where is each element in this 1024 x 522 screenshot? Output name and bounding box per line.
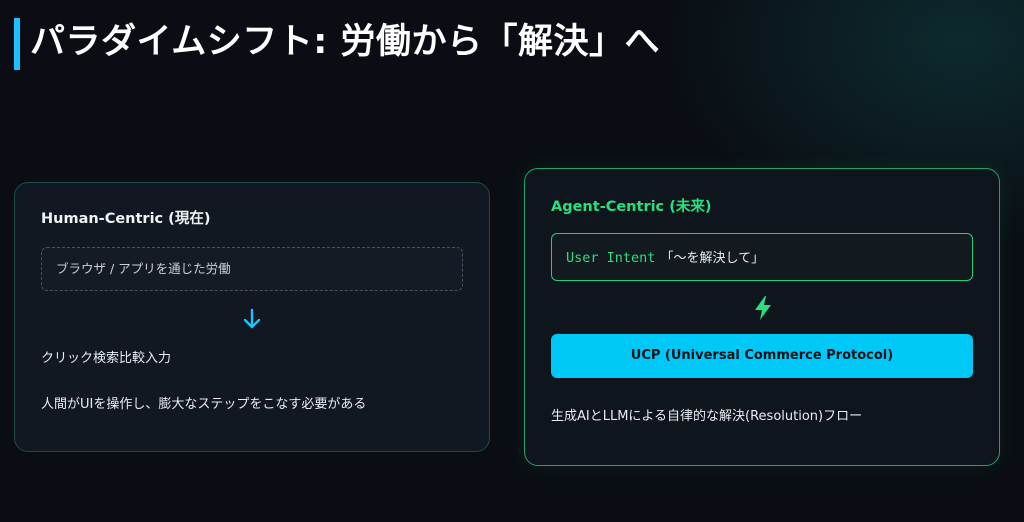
manual-steps-text: クリック検索比較入力 [41,351,172,366]
page-title: パラダイムシフト: 労働から「解決」へ [30,22,660,62]
agent-centric-title: Agent-Centric (未来) [551,199,712,215]
human-centric-title: Human-Centric (現在) [41,211,211,227]
human-centric-card: Human-Centric (現在) ブラウザ / アプリを通じた労働 クリック… [14,182,490,452]
user-intent-text: 「〜を解決して」 [660,251,765,266]
agent-centric-card: Agent-Centric (未来) User Intent 「〜を解決して」 … [524,168,1000,466]
browser-app-labor-box: ブラウザ / アプリを通じた労働 [41,247,463,291]
user-intent-label: User Intent [566,250,656,266]
browser-app-labor-text: ブラウザ / アプリを通じた労働 [56,261,231,276]
lightning-bolt-icon [755,296,771,320]
title-accent-bar [14,18,20,70]
ucp-button[interactable]: UCP (Universal Commerce Protocol) [551,334,973,378]
agent-centric-description: 生成AIとLLMによる自律的な解決(Resolution)フロー [551,409,863,424]
user-intent-box: User Intent 「〜を解決して」 [551,233,973,281]
human-centric-description: 人間がUIを操作し、膨大なステップをこなす必要がある [41,397,367,412]
arrow-down-icon [243,308,261,329]
